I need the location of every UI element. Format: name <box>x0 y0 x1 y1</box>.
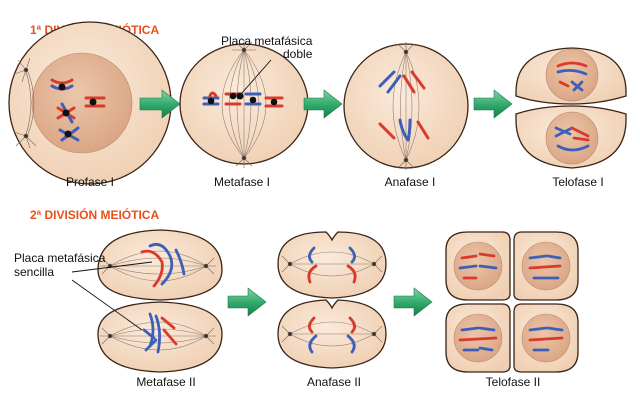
chromosome-icon <box>142 312 178 354</box>
chromosome-icon <box>458 252 498 280</box>
cell-telofase-2-bottom-left <box>445 303 511 373</box>
label-telofase-1: Telofase I <box>552 175 603 189</box>
chromosome-icon <box>556 61 588 92</box>
heading-meiosis-2: 2ª DIVISIÓN MEIÓTICA <box>30 207 159 222</box>
cell-telofase-2-bottom-right <box>513 303 579 373</box>
label-profase-1: Profase I <box>66 175 114 189</box>
cell-anafase-1 <box>343 42 469 170</box>
centrosome-aster-icon <box>13 57 37 149</box>
label-anafase-1: Anafase I <box>385 175 436 189</box>
green-arrow-icon <box>227 287 267 317</box>
chromosome-icon <box>307 246 357 284</box>
label-anafase-2: Anafase II <box>307 375 361 389</box>
callout-single-line2: sencilla <box>14 265 54 279</box>
label-metafase-2: Metafase II <box>136 375 195 389</box>
centrosome-aster-icon <box>397 42 415 170</box>
label-telofase-2: Telofase II <box>486 375 541 389</box>
cell-telofase-2-top-left <box>445 231 511 301</box>
callout-single-line1: Placa metafásica <box>14 251 106 265</box>
callout-double-line1: Placa metafásica <box>221 34 313 48</box>
chromosome-icon <box>378 70 430 142</box>
cell-anafase-2-bottom <box>277 299 387 369</box>
chromosome-icon <box>554 126 590 152</box>
cell-metafase-2-bottom <box>97 301 223 373</box>
cell-telofase-1-bottom <box>515 105 627 169</box>
cell-metafase-2-top <box>97 229 223 301</box>
callout-line-double <box>240 59 272 95</box>
cell-telofase-2-top-right <box>513 231 579 301</box>
centrosome-aster-icon <box>232 40 256 168</box>
callout-line-single-bottom <box>71 279 143 331</box>
green-arrow-icon <box>303 89 343 119</box>
cell-telofase-1-top <box>515 47 627 105</box>
chromosome-icon <box>50 78 106 142</box>
callout-dot <box>236 92 244 100</box>
centrosome-aster-icon <box>281 325 383 343</box>
green-arrow-icon <box>393 287 433 317</box>
cell-profase-1 <box>8 21 172 185</box>
cell-metafase-1 <box>179 40 309 168</box>
chromosome-icon <box>528 326 564 352</box>
green-arrow-icon <box>473 89 513 119</box>
callout-double-line2: doble <box>283 47 313 61</box>
centrosome-aster-icon <box>100 327 216 345</box>
green-arrow-icon <box>139 89 181 119</box>
chromosome-icon <box>458 326 498 352</box>
centrosome-aster-icon <box>281 255 383 273</box>
chromosome-icon <box>140 242 186 288</box>
callout-line-single-top <box>71 261 153 273</box>
chromosome-icon <box>308 316 356 354</box>
cell-anafase-2-top <box>277 231 387 299</box>
label-metafase-1: Metafase I <box>214 175 270 189</box>
chromosome-icon <box>528 254 562 280</box>
